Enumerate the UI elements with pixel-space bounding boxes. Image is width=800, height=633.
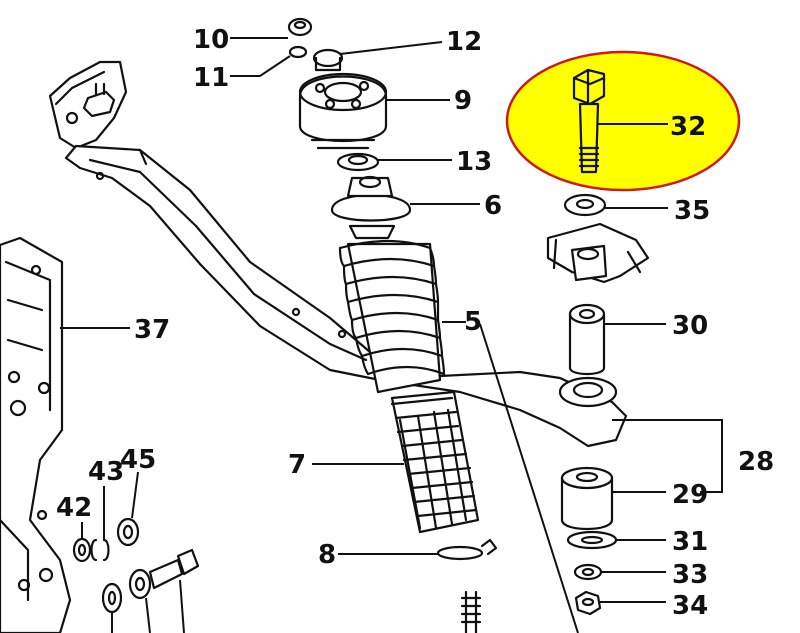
label-11: 11 <box>193 63 229 93</box>
label-43: 43 <box>88 457 124 487</box>
label-35: 35 <box>674 196 710 226</box>
label-8: 8 <box>318 540 336 570</box>
bracket <box>546 222 650 284</box>
label-34: 34 <box>672 591 708 621</box>
label-29: 29 <box>672 480 708 510</box>
highlight-32 <box>505 50 741 192</box>
label-31: 31 <box>672 527 708 557</box>
label-12: 12 <box>446 27 482 57</box>
label-32: 32 <box>670 112 706 142</box>
part-labels: 10 11 12 9 13 6 5 37 7 8 42 43 45 32 35 … <box>56 25 774 621</box>
label-37: 37 <box>134 315 170 345</box>
label-10: 10 <box>193 25 229 55</box>
hardware-42-43-45 <box>72 471 200 633</box>
label-33: 33 <box>672 560 708 590</box>
strut-top-parts <box>287 17 412 240</box>
label-9: 9 <box>454 86 472 116</box>
o-ring-8 <box>436 538 498 561</box>
label-28: 28 <box>738 447 774 477</box>
label-5: 5 <box>464 307 482 337</box>
boot-7 <box>390 390 480 534</box>
control-arm <box>48 60 628 448</box>
label-7: 7 <box>288 450 306 480</box>
label-45: 45 <box>120 445 156 475</box>
washers-31-33-nut-34 <box>566 530 618 616</box>
washer-35 <box>563 193 607 217</box>
label-13: 13 <box>456 147 492 177</box>
leader-lines <box>60 37 723 603</box>
rubber-bushing-29 <box>560 466 614 530</box>
stud <box>460 590 482 633</box>
coil-spring-5 <box>338 239 446 394</box>
label-6: 6 <box>484 191 502 221</box>
label-30: 30 <box>672 311 708 341</box>
label-42: 42 <box>56 493 92 523</box>
bushing-30 <box>568 303 606 376</box>
crossmember-37 <box>0 236 72 633</box>
arm-eye <box>558 376 618 408</box>
highlight-ellipse <box>505 50 741 192</box>
